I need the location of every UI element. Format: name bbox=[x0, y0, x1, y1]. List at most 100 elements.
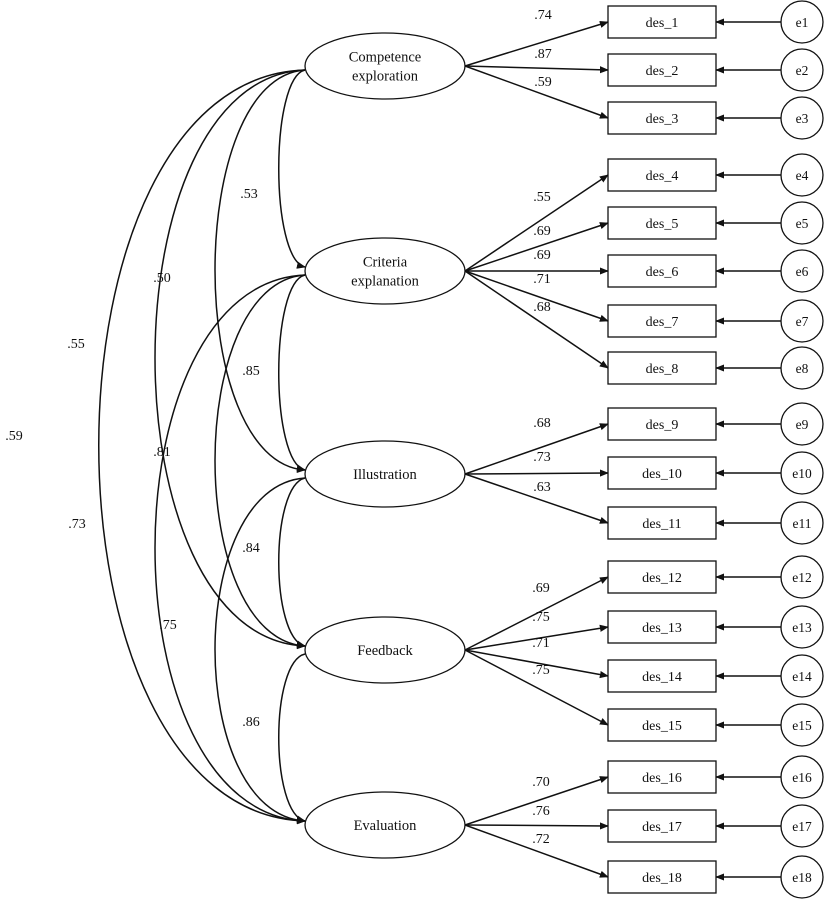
error-label: e17 bbox=[792, 819, 812, 834]
indicator-box-des_15 bbox=[607, 708, 717, 742]
correlation-label: .85 bbox=[242, 364, 260, 379]
loading-arrow bbox=[464, 824, 609, 878]
loading-label: .69 bbox=[533, 248, 551, 263]
loading-arrow bbox=[464, 776, 609, 826]
indicator-label: des_4 bbox=[646, 169, 679, 184]
indicator-box-des_18 bbox=[607, 860, 717, 894]
factor-ellipse-F1 bbox=[304, 32, 466, 100]
error-circle-e1 bbox=[780, 0, 824, 44]
correlation-arc-F4-F5 bbox=[278, 648, 314, 823]
loading-label: .87 bbox=[534, 47, 552, 62]
indicator-label: des_17 bbox=[642, 820, 682, 835]
loading-label: .63 bbox=[533, 480, 551, 495]
loading-arrow bbox=[464, 469, 609, 477]
error-label: e8 bbox=[796, 361, 809, 376]
indicator-box-des_11 bbox=[607, 506, 717, 540]
loading-arrow bbox=[464, 222, 609, 272]
error-circle-e4 bbox=[780, 153, 824, 197]
correlation-arc-F1-F3 bbox=[214, 65, 314, 474]
loading-arrow bbox=[464, 624, 609, 651]
loading-label: .71 bbox=[532, 636, 550, 651]
loading-label: .73 bbox=[533, 450, 551, 465]
loading-label: .75 bbox=[532, 610, 550, 625]
error-circle-e12 bbox=[780, 555, 824, 599]
loading-label: .76 bbox=[532, 804, 550, 819]
indicator-label: des_3 bbox=[646, 112, 679, 127]
correlation-arc-F1-F2 bbox=[278, 64, 314, 269]
correlation-arc-F1-F5 bbox=[98, 66, 314, 825]
indicator-box-des_12 bbox=[607, 560, 717, 594]
correlation-label: .86 bbox=[242, 715, 260, 730]
indicator-label: des_16 bbox=[642, 771, 682, 786]
loading-arrow bbox=[464, 576, 609, 651]
error-label: e15 bbox=[792, 718, 812, 733]
error-circle-e8 bbox=[780, 346, 824, 390]
factor-name: Evaluation bbox=[354, 818, 418, 834]
error-label: e1 bbox=[796, 15, 809, 30]
error-circle-e7 bbox=[780, 299, 824, 343]
error-label: e3 bbox=[796, 111, 809, 126]
indicator-label: des_1 bbox=[646, 16, 679, 31]
loading-label: .74 bbox=[534, 8, 552, 23]
loading-arrow bbox=[464, 270, 609, 322]
indicator-label: des_12 bbox=[642, 571, 682, 586]
loading-label: .59 bbox=[534, 75, 552, 90]
indicator-label: des_6 bbox=[646, 265, 679, 280]
error-circle-e5 bbox=[780, 201, 824, 245]
factor-ellipse-F4 bbox=[304, 616, 466, 684]
indicator-box-des_8 bbox=[607, 351, 717, 385]
loading-arrow bbox=[464, 423, 609, 475]
indicator-box-des_10 bbox=[607, 456, 717, 490]
error-label: e6 bbox=[796, 264, 809, 279]
factor-ellipse-F3 bbox=[304, 440, 466, 508]
error-label: e10 bbox=[792, 466, 812, 481]
error-circle-e13 bbox=[780, 605, 824, 649]
indicator-label: des_7 bbox=[646, 315, 679, 330]
correlation-label: .55 bbox=[67, 337, 85, 352]
error-label: e11 bbox=[793, 516, 812, 531]
error-circle-e14 bbox=[780, 654, 824, 698]
loading-arrow bbox=[464, 649, 609, 726]
loading-arrow bbox=[464, 822, 609, 830]
indicator-label: des_14 bbox=[642, 670, 682, 685]
indicator-box-des_3 bbox=[607, 101, 717, 135]
correlation-arc-F2-F3 bbox=[278, 269, 314, 472]
correlation-label: .75 bbox=[159, 618, 177, 633]
loading-label: .75 bbox=[532, 663, 550, 678]
correlation-arc-F3-F4 bbox=[278, 472, 314, 648]
correlation-label: .50 bbox=[153, 271, 171, 286]
error-circle-e3 bbox=[780, 96, 824, 140]
error-circle-e6 bbox=[780, 249, 824, 293]
indicator-box-des_13 bbox=[607, 610, 717, 644]
loading-label: .72 bbox=[532, 832, 550, 847]
error-circle-e9 bbox=[780, 402, 824, 446]
correlation-label: .84 bbox=[242, 541, 260, 556]
indicator-box-des_7 bbox=[607, 304, 717, 338]
correlation-arc-F1-F4 bbox=[154, 66, 314, 650]
indicator-label: des_11 bbox=[642, 517, 681, 532]
error-circle-e18 bbox=[780, 855, 824, 899]
indicator-label: des_5 bbox=[646, 217, 679, 232]
indicator-label: des_18 bbox=[642, 871, 682, 886]
indicator-box-des_4 bbox=[607, 158, 717, 192]
error-circle-e15 bbox=[780, 703, 824, 747]
indicator-label: des_15 bbox=[642, 719, 682, 734]
correlation-label: .81 bbox=[153, 445, 171, 460]
factor-ellipse-F5 bbox=[304, 791, 466, 859]
loading-arrow bbox=[464, 270, 609, 369]
error-label: e4 bbox=[796, 168, 809, 183]
loading-arrow bbox=[464, 20, 609, 67]
loading-label: .69 bbox=[533, 224, 551, 239]
factor-ellipse-F2 bbox=[304, 237, 466, 305]
indicator-label: des_9 bbox=[646, 418, 679, 433]
loading-label: .71 bbox=[533, 272, 551, 287]
correlation-arc-F3-F5 bbox=[214, 473, 314, 825]
error-label: e7 bbox=[796, 314, 809, 329]
indicator-box-des_1 bbox=[607, 5, 717, 39]
indicator-box-des_16 bbox=[607, 760, 717, 794]
factor-name: Feedback bbox=[357, 643, 413, 659]
indicator-box-des_5 bbox=[607, 206, 717, 240]
indicator-box-des_6 bbox=[607, 254, 717, 288]
error-circle-e10 bbox=[780, 451, 824, 495]
